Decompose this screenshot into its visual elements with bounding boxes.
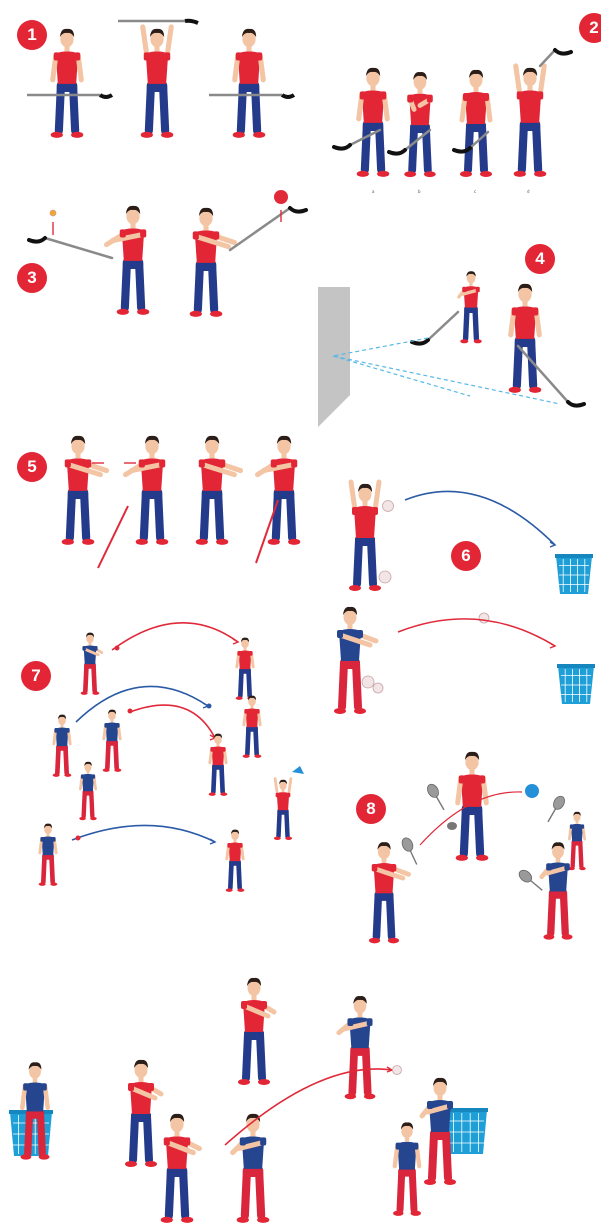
drill7-player-6 — [209, 734, 228, 796]
hockey-stick — [428, 312, 458, 340]
pass-path — [333, 356, 470, 396]
stick-blade — [29, 238, 45, 242]
catching-glove — [292, 766, 304, 774]
ball — [479, 613, 489, 623]
drill2-player-a — [357, 68, 390, 177]
badminton-racket — [400, 836, 421, 867]
basket-icon — [557, 664, 595, 704]
ball — [207, 704, 212, 709]
drill3-player-a — [107, 206, 150, 315]
drill6-player-b — [334, 607, 376, 714]
drill5-player-a — [62, 436, 107, 545]
drill2-player-b — [404, 72, 435, 177]
throw-arc-red — [130, 705, 215, 738]
drill7-player-8 — [274, 779, 292, 840]
throw-arc-red — [112, 623, 238, 650]
arrow-head — [550, 542, 555, 547]
drill7-player-1 — [81, 633, 102, 695]
stick-blade — [100, 95, 112, 97]
drill2-player-c — [460, 70, 492, 177]
drill7-player-5 — [243, 696, 262, 758]
stick-blade — [568, 402, 584, 406]
wall-shade — [318, 287, 350, 427]
stick-blade — [334, 145, 350, 149]
drill4-player-back — [459, 271, 482, 343]
badminton-racket — [517, 868, 546, 894]
bottom-player-running-c — [233, 1114, 270, 1223]
drill1-player-c — [233, 29, 266, 138]
drill8-player-right-a — [568, 812, 585, 870]
small-ball — [50, 210, 56, 216]
ball — [373, 683, 383, 693]
racket-head — [447, 822, 457, 830]
drill7-player-7 — [79, 762, 96, 820]
hockey-stick — [540, 50, 555, 66]
stick-blade — [290, 208, 306, 212]
stick-blade — [412, 340, 428, 344]
throw-arc-red — [398, 619, 555, 646]
drill1-player-b — [141, 27, 174, 138]
drill6-player-a — [349, 482, 381, 591]
drill7-player-4 — [103, 710, 122, 772]
ball — [128, 709, 133, 714]
drill8-player-center — [456, 752, 489, 861]
ball — [115, 646, 120, 651]
drill5-player-b — [126, 436, 169, 545]
ball — [393, 1066, 402, 1075]
drill5-player-d — [258, 436, 301, 545]
ball — [383, 501, 394, 512]
basket-icon — [444, 1108, 488, 1154]
bottom-player-running-b — [161, 1114, 200, 1223]
badminton-racket — [544, 794, 567, 824]
drill7-player-3 — [53, 715, 72, 777]
stick-blade — [282, 95, 294, 97]
shuttle-ball — [525, 784, 539, 798]
drill7-player-10 — [226, 830, 245, 892]
drill1-player-a — [51, 29, 84, 138]
bottom-player-front — [393, 1122, 421, 1215]
throw-arc-blue — [72, 825, 215, 842]
drill8-player-left — [369, 842, 409, 943]
bottom-player-catcher — [339, 996, 376, 1099]
drill2-player-d — [514, 66, 547, 177]
bottom-player-jumping — [238, 978, 274, 1085]
arrow-head — [550, 643, 555, 648]
drill7-player-9 — [39, 824, 58, 886]
drill7-player-2 — [236, 638, 255, 700]
stick-blade — [389, 150, 405, 154]
drill5-player-c — [196, 436, 241, 545]
drill4-player-front — [509, 284, 542, 393]
stick-blade — [555, 50, 571, 54]
drill3-player-b — [190, 208, 235, 317]
pass-path — [333, 338, 560, 404]
basket-icon — [555, 554, 593, 594]
stick-blade — [454, 148, 470, 152]
hockey-stick — [45, 238, 112, 258]
stick-blade — [185, 21, 198, 23]
ball — [76, 836, 81, 841]
stick-line — [98, 506, 128, 568]
throw-arc-blue — [405, 491, 555, 545]
arrow-head — [233, 639, 238, 644]
hockey-stick — [518, 346, 568, 402]
badminton-racket — [425, 782, 448, 812]
bottom-player-running-a — [125, 1060, 161, 1167]
red-ball — [274, 190, 288, 204]
ball — [362, 676, 374, 688]
drill8-player-right-b — [542, 842, 573, 939]
ball — [379, 571, 391, 583]
